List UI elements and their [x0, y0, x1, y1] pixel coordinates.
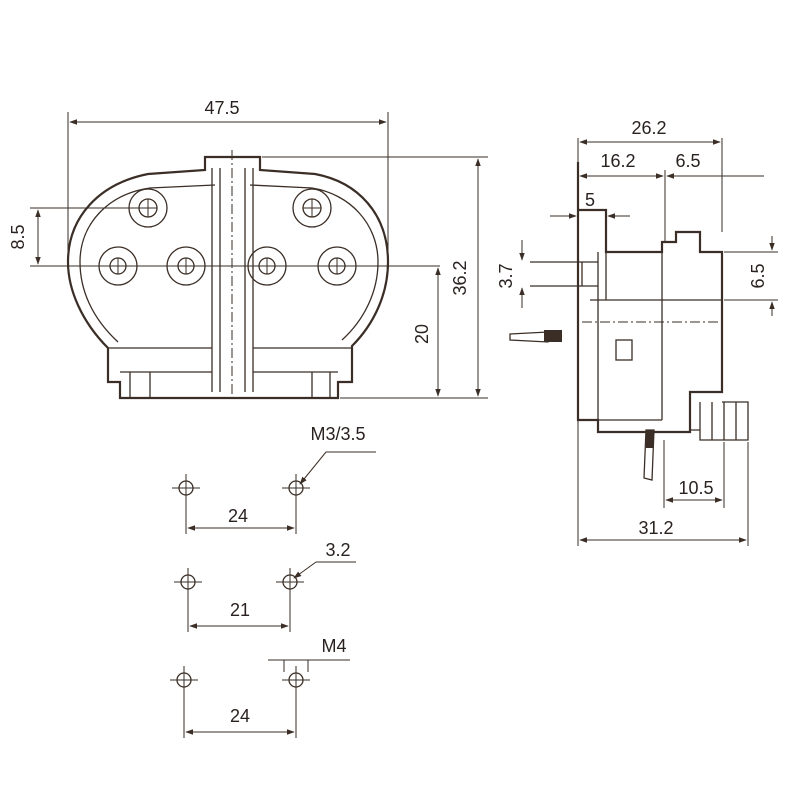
front-inner-contour	[79, 184, 379, 343]
front-base-step	[108, 347, 352, 398]
dimension-overall-height: 36.2	[262, 156, 488, 399]
dimension-pin-gap: 3.7	[496, 240, 525, 308]
side-view: 26.2 16.2 6.5 5 3.7	[496, 118, 778, 546]
dimension-base-offset: 10.5	[663, 440, 725, 508]
side-window	[615, 339, 633, 361]
mounting-pattern-3: 24 M4	[170, 636, 350, 738]
dimension-overall-width: 47.5	[67, 98, 389, 262]
mounting-pattern-2: 21 3.2	[174, 540, 356, 632]
mounting-hole-label-1: M3/3.5	[310, 424, 365, 444]
lower-hole-height-label: 20	[412, 324, 432, 344]
dimension-step-height: 6.5	[724, 236, 778, 316]
base-offset-label: 10.5	[678, 478, 713, 498]
pin-gap-label: 3.7	[496, 263, 516, 288]
mounting-spacing-3: 24	[230, 706, 250, 726]
dimension-top-segments: 16.2 6.5	[579, 151, 764, 242]
dimension-tab-width: 5	[550, 190, 630, 219]
left-segment-label: 16.2	[600, 151, 635, 171]
pin-hole-4	[317, 246, 357, 286]
pin-hole-3	[247, 246, 287, 286]
upper-hole-left	[128, 188, 168, 228]
tab-width-label: 5	[585, 190, 595, 210]
side-body-detail	[590, 214, 722, 421]
side-pin-block	[530, 261, 598, 287]
dimension-lower-hole-height: 20	[412, 267, 441, 397]
mounting-hole-label-3: M4	[321, 636, 346, 656]
overall-width-label: 47.5	[204, 98, 239, 118]
mounting-hole-label-2: 3.2	[325, 540, 350, 560]
pin-hole-1	[98, 246, 138, 286]
side-bottom-lead-tip	[646, 430, 654, 448]
upper-hole-offset-label: 8.5	[8, 224, 28, 249]
mounting-spacing-2: 21	[230, 600, 250, 620]
mounting-hole-1a	[172, 474, 200, 502]
front-view: 47.5 36.2 20 8.5	[8, 98, 488, 400]
overall-depth-label: 31.2	[638, 518, 673, 538]
front-center-channel	[211, 168, 254, 392]
side-body-outline	[576, 162, 724, 434]
overall-height-label: 36.2	[450, 260, 470, 295]
upper-hole-right	[292, 188, 332, 228]
top-width-label: 26.2	[631, 118, 666, 138]
pin-hole-2	[166, 246, 206, 286]
dimension-top-width: 26.2	[577, 118, 723, 232]
side-bottom-connector	[689, 392, 749, 441]
dimension-overall-depth: 31.2	[577, 420, 749, 546]
dimension-upper-hole-offset: 8.5	[8, 209, 41, 265]
mounting-pattern-1: 24 M3/3.5	[172, 424, 376, 534]
front-body-outline	[66, 155, 390, 400]
mounting-spacing-1: 24	[228, 506, 248, 526]
side-left-lead	[509, 331, 549, 343]
right-segment-label: 6.5	[675, 151, 700, 171]
step-height-label: 6.5	[748, 263, 768, 288]
side-left-lead-tip	[544, 330, 562, 342]
